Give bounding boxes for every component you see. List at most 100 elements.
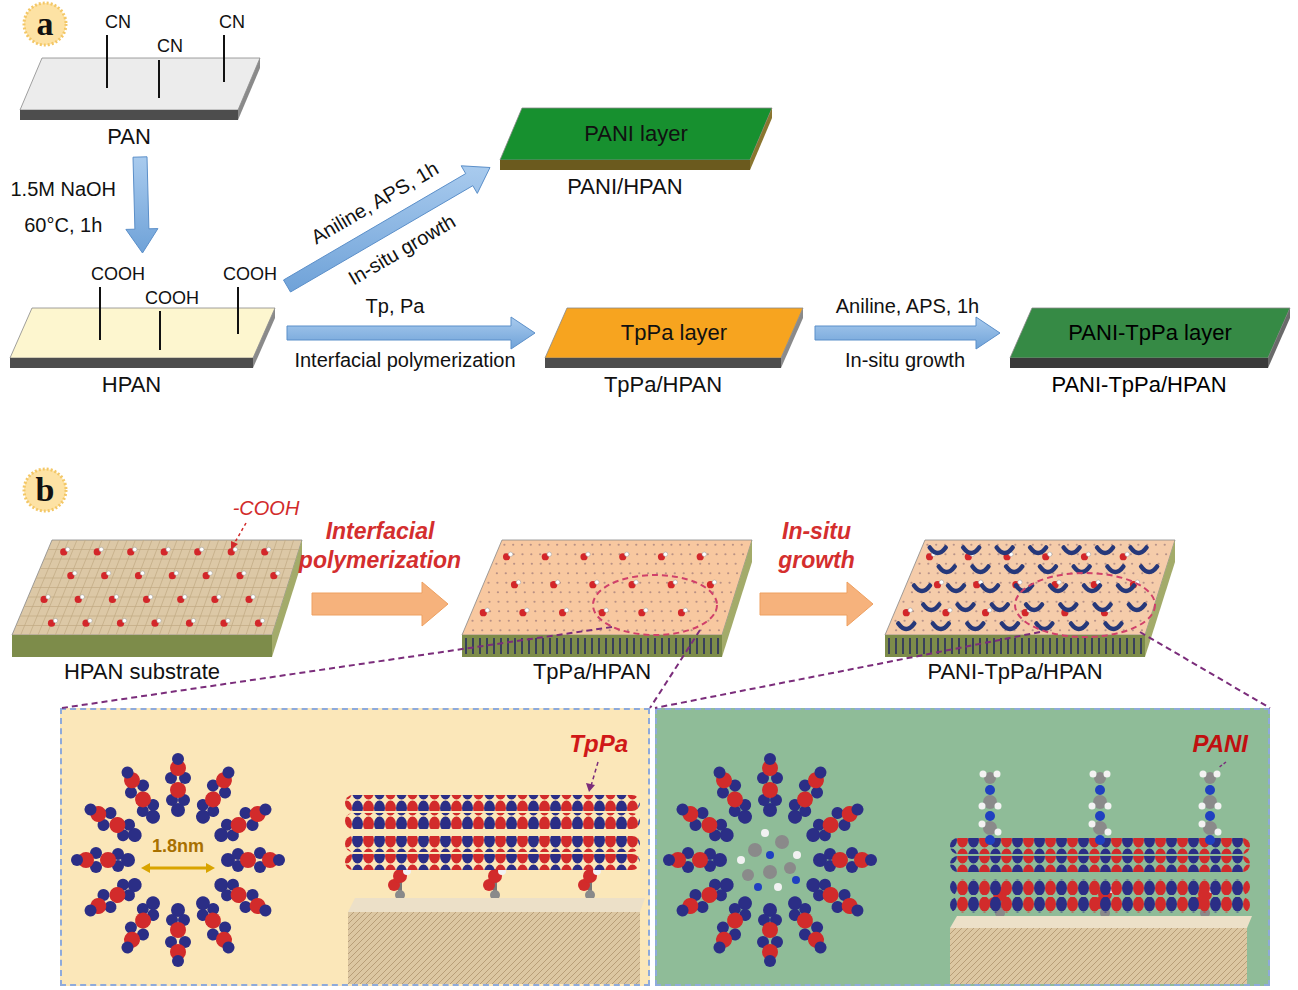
illustration-part [774,883,782,891]
texture-dot [526,620,528,622]
texture-dot [709,572,711,574]
texture-dot [1024,553,1026,555]
texture-dot [1070,572,1072,574]
group-label: CN [219,12,245,33]
pani-mark [982,586,998,592]
edge-label: 1.5M NaOH 60°C, 1h [4,171,122,243]
texture-dot [479,601,481,603]
cooh-dot [702,552,706,556]
texture-dot [676,591,678,593]
texture-dot [554,629,556,631]
texture-dot [913,629,915,631]
pani-mark [972,567,988,573]
texture-dot [922,629,924,631]
illustration-part [165,753,191,817]
texture-line [710,638,712,654]
texture-dot [1136,601,1138,603]
texture-dot [1096,563,1098,565]
texture-dot [1130,620,1132,622]
process-arrow [287,317,535,349]
texture-dot [1120,610,1122,612]
plate-top [10,308,275,358]
texture-dot [988,544,990,546]
texture-dot [582,544,584,546]
texture-dot [922,620,924,622]
cof-layer [345,795,640,811]
texture-dot [556,544,558,546]
texture-dot [1082,601,1084,603]
cooh-dot [114,595,118,599]
pani-mark [930,548,946,554]
illustration-part [79,870,147,925]
texture-dot [508,620,510,622]
texture-dot [1153,591,1155,593]
texture-dot [1120,544,1122,546]
plate-front [12,635,272,657]
texture-dot [1100,601,1102,603]
pani-mark [923,605,939,611]
texture-line [549,638,551,654]
pani-mark [1084,586,1100,592]
texture-dot [1051,563,1053,565]
node-label: HPAN [102,372,162,397]
pani-mark [1118,586,1134,592]
texture-dot [944,553,946,555]
cooh-dot [564,608,568,612]
illustration-part [742,869,754,881]
texture-dot [732,544,734,546]
texture-dot [558,572,560,574]
texture-line [895,638,897,654]
texture-dot [1032,544,1034,546]
pani-mark [939,567,955,573]
texture-dot [1001,591,1003,593]
texture-line [514,638,516,654]
texture-dot [595,591,597,593]
cooh-dot [191,618,195,622]
cooh-dot [106,571,110,575]
material-plate: TpPa layerTpPa/HPAN [545,308,803,402]
texture-dot [1147,610,1149,612]
texture-dot [622,591,624,593]
cooh-dot [73,571,77,575]
inset-fill [655,708,1270,986]
texture-dot [1012,620,1014,622]
texture-dot [1104,563,1106,565]
texture-dot [551,591,553,593]
texture-dot [604,591,606,593]
group-label: COOH [145,288,199,309]
illustration-part [483,867,506,900]
cooh-dot [1057,580,1061,584]
illustration-part [766,851,774,859]
texture-dot [1104,629,1106,631]
texture-dot [1049,620,1051,622]
texture-line [640,638,642,654]
texture-line [24,606,281,607]
texture-line [1049,638,1051,654]
texture-dot [551,601,553,603]
texture-line [675,638,677,654]
texture-dot [1089,582,1091,584]
texture-dot [653,544,655,546]
texture-dot [505,582,507,584]
texture-dot [954,572,956,574]
pani-mark [997,548,1013,554]
cooh-dot [233,547,237,551]
cooh-dot [242,571,246,575]
texture-dot [1057,610,1059,612]
texture-dot [1059,629,1061,631]
texture-dot [506,601,508,603]
texture-dot [1086,629,1088,631]
texture-dot [693,582,695,584]
texture-line [661,638,663,654]
illustration-part [793,851,801,859]
texture-line [507,638,509,654]
texture-dot [665,572,667,574]
illustration-part [748,843,762,857]
texture-dot [1025,563,1027,565]
plate-side [781,308,803,368]
texture-dot [518,629,520,631]
plate-front [462,635,722,657]
texture-dot [1037,601,1039,603]
pani-mark [948,586,964,592]
step-label: Interfacial polymerization [294,349,515,372]
